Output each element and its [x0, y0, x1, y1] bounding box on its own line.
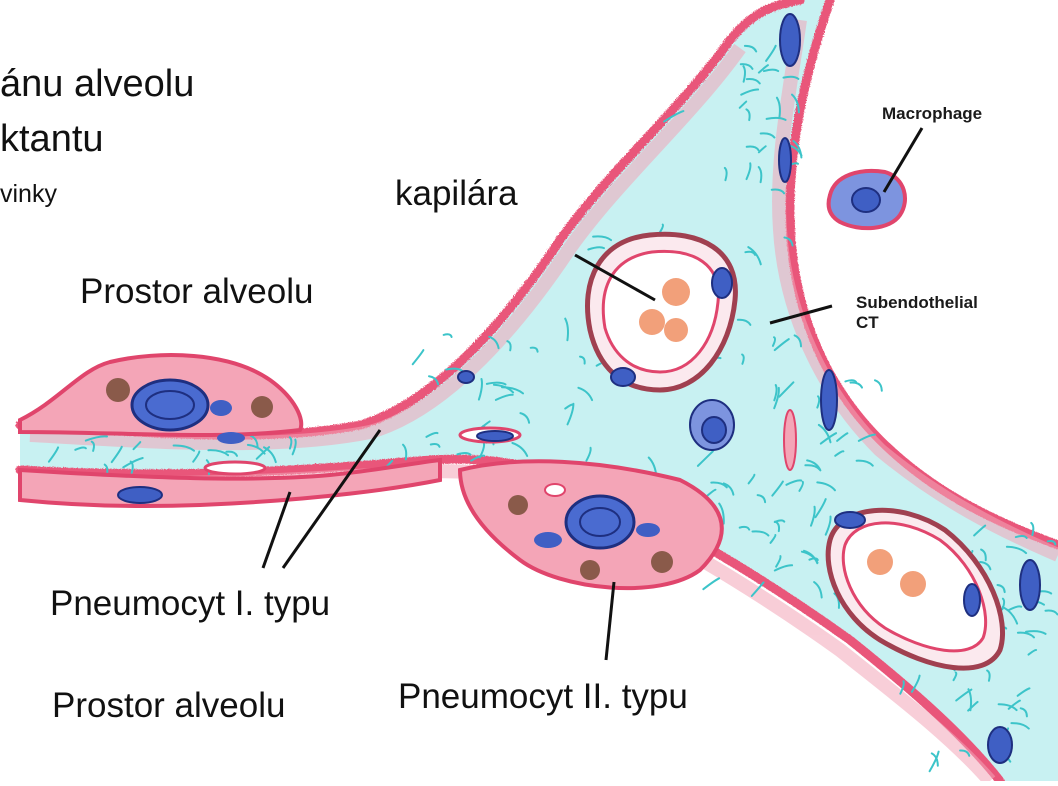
label-subendothelial-ct: CT — [856, 313, 879, 332]
fiber-strand — [444, 334, 452, 337]
top-label-line-1: ánu alveolu — [0, 63, 194, 106]
label-prostor-alveolu-upper: Prostor alveolu — [80, 272, 313, 312]
fiber-strand — [413, 350, 424, 364]
top-label-line-3: vinky — [0, 180, 57, 209]
label-pneumocyt-2: Pneumocyt II. typu — [398, 677, 688, 717]
leader-macrophage — [884, 128, 922, 192]
label-macrophage: Macrophage — [882, 104, 982, 123]
leader-pneumocyt1-a — [263, 492, 290, 568]
label-prostor-alveolu-lower: Prostor alveolu — [52, 686, 285, 726]
fiber-strand — [851, 383, 863, 388]
pneumocyte-type1-cell — [20, 355, 301, 444]
fiber-strand — [703, 578, 719, 589]
label-pneumocyt-1: Pneumocyt I. typu — [50, 584, 330, 624]
macrophage-cell — [829, 171, 905, 228]
top-label-line-2: ktantu — [0, 118, 104, 161]
label-kapilara: kapilára — [395, 174, 518, 214]
pneumocyte-type2-cell — [460, 461, 722, 588]
leader-pneumocyt2 — [606, 582, 614, 660]
label-subendothelial: Subendothelial — [856, 293, 978, 312]
fiber-strand — [875, 380, 882, 390]
